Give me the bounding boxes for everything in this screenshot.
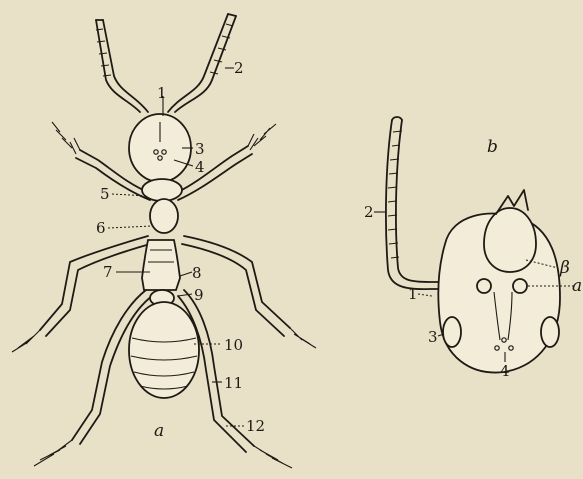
caption-a: a: [154, 421, 164, 441]
antennal-socket-right: [513, 279, 527, 293]
label-b-beta: β: [559, 258, 570, 278]
antenna-left: [96, 20, 148, 112]
ant-metathorax: [142, 240, 180, 290]
label-a-6: 6: [96, 219, 106, 237]
compound-eye-left: [443, 317, 461, 347]
label-a-4: 4: [195, 158, 205, 176]
label-a-2: 2: [234, 59, 244, 77]
label-a-12: 12: [246, 417, 265, 435]
label-a-7: 7: [103, 263, 113, 281]
ant-abdomen: [129, 302, 199, 398]
clypeus-b: [484, 208, 536, 272]
antennal-socket-left: [477, 279, 491, 293]
label-a-10: 10: [224, 336, 243, 354]
antenna-right: [168, 14, 236, 112]
label-a-1: 1: [157, 84, 167, 102]
label-b-4: 4: [500, 362, 510, 380]
panel-a-ant: 1 2 3 4 5 6 7 8 9 10 11 12 a: [12, 14, 316, 468]
label-a-9: 9: [194, 286, 204, 304]
label-b-2: 2: [364, 203, 374, 221]
label-b-a: a: [572, 276, 582, 296]
panel-b-head: 2 1 3 4 β a b: [364, 117, 582, 380]
compound-eye-right: [541, 317, 559, 347]
front-leg-right: [178, 124, 276, 200]
ant-prothorax: [142, 179, 182, 201]
label-b-1: 1: [408, 285, 418, 303]
middle-leg-left: [12, 236, 150, 352]
caption-b: b: [487, 137, 498, 157]
label-a-8: 8: [192, 264, 202, 282]
ant-mesothorax: [150, 199, 178, 233]
label-a-5: 5: [100, 185, 110, 203]
label-a-3: 3: [195, 140, 205, 158]
label-a-11: 11: [224, 374, 243, 392]
label-b-3: 3: [428, 328, 438, 346]
